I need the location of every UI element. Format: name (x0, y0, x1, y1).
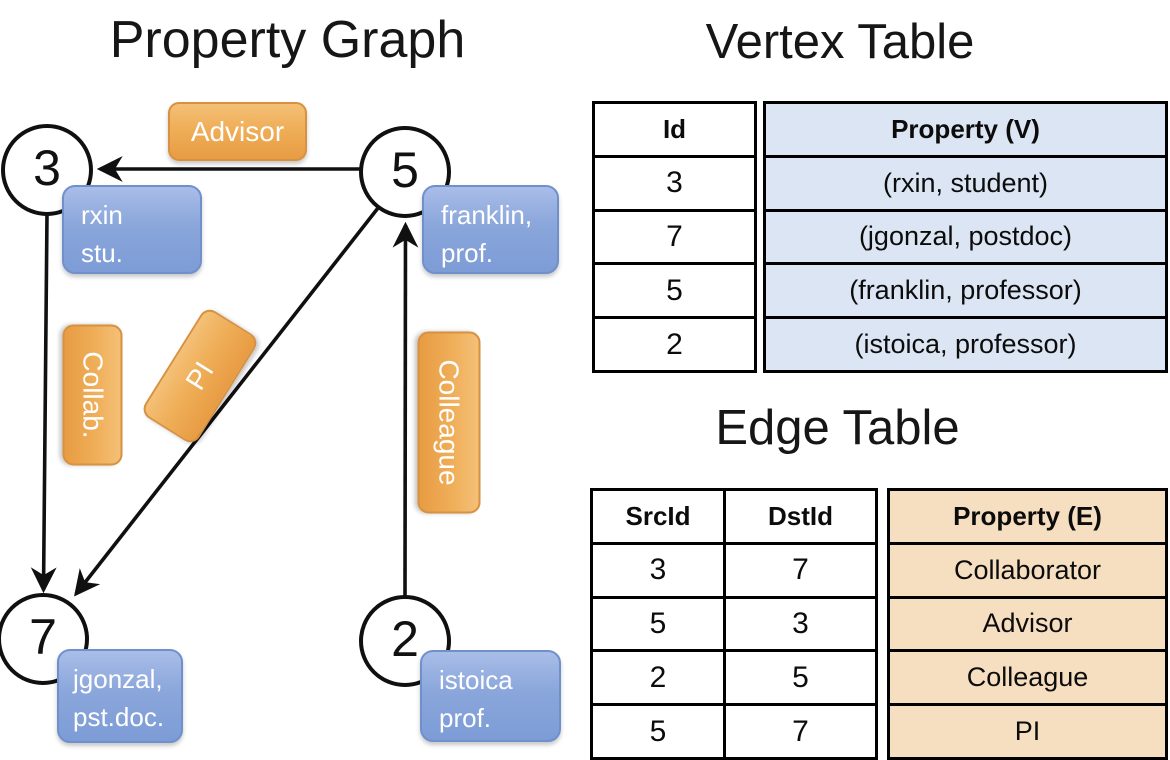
edge-table-id-columns: SrcId 3 5 2 5 DstId 7 3 5 7 (590, 488, 878, 760)
edge-table-dstid-column: DstId 7 3 5 7 (726, 491, 875, 757)
edge-table-cell: 5 (593, 595, 723, 650)
node-3-id: 3 (33, 140, 61, 196)
vertex-table-cell: 3 (595, 154, 754, 209)
vertex-label-jgonzal: jgonzal, pst.doc. (57, 649, 183, 743)
edge-table-header-srcid: SrcId (625, 500, 691, 531)
edge-table-cell: Colleague (890, 649, 1165, 704)
vertex-label-franklin: franklin, prof. (422, 185, 559, 274)
vertex-table-property-column: Property (V) (rxin, student) (jgonzal, p… (763, 101, 1168, 373)
vertex-label-istoica: istoica prof. (420, 650, 561, 742)
edge-table-cell: 7 (726, 541, 875, 596)
vertex-table-cell: (jgonzal, postdoc) (766, 208, 1165, 263)
edge-table-property-column: Property (E) Collaborator Advisor Collea… (887, 488, 1168, 760)
vertex-table-cell: 7 (595, 208, 754, 263)
edge-table-cell: PI (890, 703, 1165, 757)
vertex-table-id-column: Id 3 7 5 2 (592, 101, 757, 373)
node-5-id: 5 (391, 142, 419, 198)
edge-label-collab: Collab. (62, 324, 123, 466)
vertex-label-rxin: rxin stu. (62, 185, 202, 274)
vertex-label-line: franklin, (441, 200, 533, 230)
edge-table-srcid-column: SrcId 3 5 2 5 (593, 491, 726, 757)
edge-table-cell: 7 (726, 703, 875, 757)
vertex-label-line: prof. (439, 702, 492, 733)
edge-pi-line (74, 206, 380, 597)
edge-table-cell: Advisor (890, 595, 1165, 650)
vertex-table-cell: (franklin, professor) (766, 262, 1165, 317)
edge-colleague-line (392, 221, 419, 598)
edge-table-title: Edge Table (715, 401, 960, 455)
edge-label-advisor: Advisor (168, 102, 307, 161)
vertex-table-title: Vertex Table (705, 15, 975, 69)
edge-label-colleague: Colleague (417, 331, 481, 514)
vertex-label-line: prof. (441, 237, 494, 268)
edge-table-cell: 5 (593, 703, 723, 757)
node-2-id: 2 (391, 611, 419, 667)
vertex-label-line: jgonzal, (73, 664, 163, 694)
vertex-label-line: pst.doc. (73, 701, 165, 732)
edge-table-cell: 3 (593, 541, 723, 596)
property-graph-title: Property Graph (109, 11, 466, 69)
vertex-table-header-property: Property (V) (766, 104, 1165, 155)
edge-table-cell: 5 (726, 649, 875, 703)
edge-table-header-dstid: DstId (768, 500, 833, 531)
property-graph-canvas (0, 124, 451, 687)
vertex-table-cell: 2 (595, 316, 754, 370)
edge-table-header-property: Property (E) (890, 491, 1165, 542)
edge-collab-line (30, 213, 57, 594)
vertex-table-header-id: Id (662, 113, 687, 144)
vertex-table-cell: 5 (595, 262, 754, 316)
edge-table-cell: 3 (726, 595, 875, 650)
vertex-label-line: rxin (81, 200, 123, 230)
edge-table-cell: 2 (593, 649, 723, 703)
vertex-table-cell: (rxin, student) (766, 154, 1165, 209)
edge-table-cell: Collaborator (890, 541, 1165, 596)
vertex-table-cell: (istoica, professor) (766, 316, 1165, 370)
vertex-label-line: istoica (439, 665, 513, 695)
vertex-label-line: stu. (81, 237, 123, 268)
node-7-id: 7 (29, 609, 57, 665)
